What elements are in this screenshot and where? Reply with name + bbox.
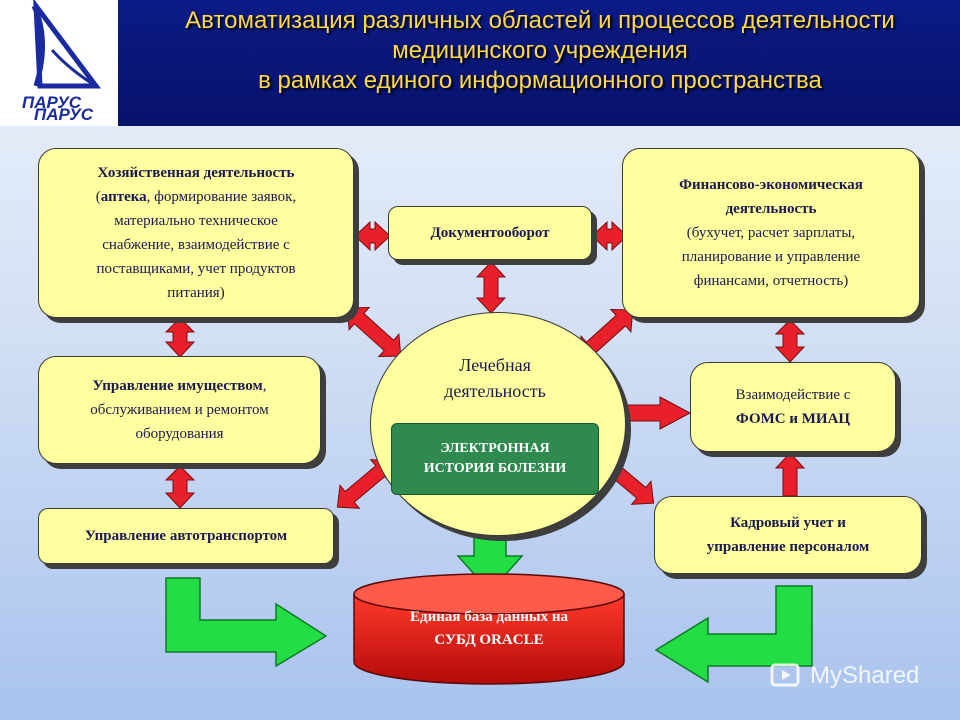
property-line-1: обслуживанием и ремонтом <box>90 402 269 418</box>
docflow-box: Документооборот <box>388 206 592 260</box>
logo-text: ПАРУС <box>22 93 82 112</box>
arrow-property-transport <box>164 465 196 509</box>
ehr-line-1: ЭЛЕКТРОННАЯ <box>440 441 550 456</box>
finance-line-3: финансами, отчетность) <box>693 273 849 289</box>
economic-line-5: питания) <box>167 285 225 301</box>
transport-label: Управление автотранспортом <box>84 528 288 544</box>
watermark-text: MyShared <box>810 662 920 689</box>
arrow-hr-foms <box>774 452 806 497</box>
ehr-box: ЭЛЕКТРОННАЯ ИСТОРИЯ БОЛЕЗНИ <box>391 423 599 495</box>
property-title: Управление имуществом, <box>92 378 267 394</box>
hr-line-2: управление персоналом <box>706 539 870 555</box>
medical-activity-title: Лечебная деятельность <box>400 352 590 404</box>
finance-line-2: планирование и управление <box>681 249 861 265</box>
foms-line-1: Взаимодействие с <box>735 387 851 403</box>
slide-title: Автоматизация различных областей и проце… <box>120 6 960 96</box>
property-line-2: оборудования <box>135 426 224 442</box>
arrow-transport-database <box>165 577 328 668</box>
transport-box: Управление автотранспортом <box>38 508 334 564</box>
logo-text-echo: ПАРУС <box>34 105 94 124</box>
economic-line-2: материально техническое <box>114 213 278 229</box>
arrow-hr-database <box>654 585 813 684</box>
database-line-2: СУБД ORACLE <box>434 632 544 648</box>
foms-box: Взаимодействие с ФОМС и МИАЦ <box>690 362 896 452</box>
economic-activity-box: Хозяйственная деятельность (аптека, форм… <box>38 148 354 318</box>
center-title-1: Лечебная <box>459 355 531 375</box>
header-banner <box>0 0 960 126</box>
finance-title-2: деятельность <box>725 201 817 217</box>
parus-logo: ПАРУС ПАРУС <box>0 0 118 126</box>
slides-icon <box>770 663 800 687</box>
arrow-finance-foms <box>774 319 806 363</box>
economic-line-3: снабжение, взаимодействие с <box>102 237 290 253</box>
economic-line-4: поставщиками, учет продуктов <box>96 261 296 277</box>
arrow-docflow-center <box>475 261 507 314</box>
property-box: Управление имуществом, обслуживанием и р… <box>38 356 321 464</box>
finance-title-1: Финансово-экономическая <box>679 177 863 193</box>
finance-line-1: (бухучет, расчет зарплаты, <box>686 225 856 241</box>
hr-line-1: Кадровый учет и <box>730 515 846 531</box>
arrow-economic-property <box>164 317 196 358</box>
title-line-3: в рамках единого информационного простра… <box>258 67 822 94</box>
docflow-label: Документооборот <box>430 225 550 241</box>
arrow-economic-docflow <box>354 220 391 252</box>
database-cylinder <box>353 573 625 685</box>
title-line-1: Автоматизация различных областей и проце… <box>185 7 895 34</box>
foms-line-2: ФОМС и МИАЦ <box>735 411 851 427</box>
database-label: Единая база данных на СУБД ORACLE <box>358 606 620 652</box>
economic-line-1: (аптека, формирование заявок, <box>95 189 297 205</box>
hr-box: Кадровый учет и управление персоналом <box>654 496 922 574</box>
watermark: MyShared <box>770 656 950 696</box>
economic-title: Хозяйственная деятельность <box>97 165 295 181</box>
center-title-2: деятельность <box>444 381 546 401</box>
finance-box: Финансово-экономическая деятельность (бу… <box>622 148 920 318</box>
database-line-1: Единая база данных на <box>410 609 568 625</box>
ehr-line-2: ИСТОРИЯ БОЛЕЗНИ <box>423 461 567 476</box>
sail-logo-icon: ПАРУС ПАРУС <box>22 0 101 124</box>
title-line-2: медицинского учреждения <box>392 37 688 64</box>
